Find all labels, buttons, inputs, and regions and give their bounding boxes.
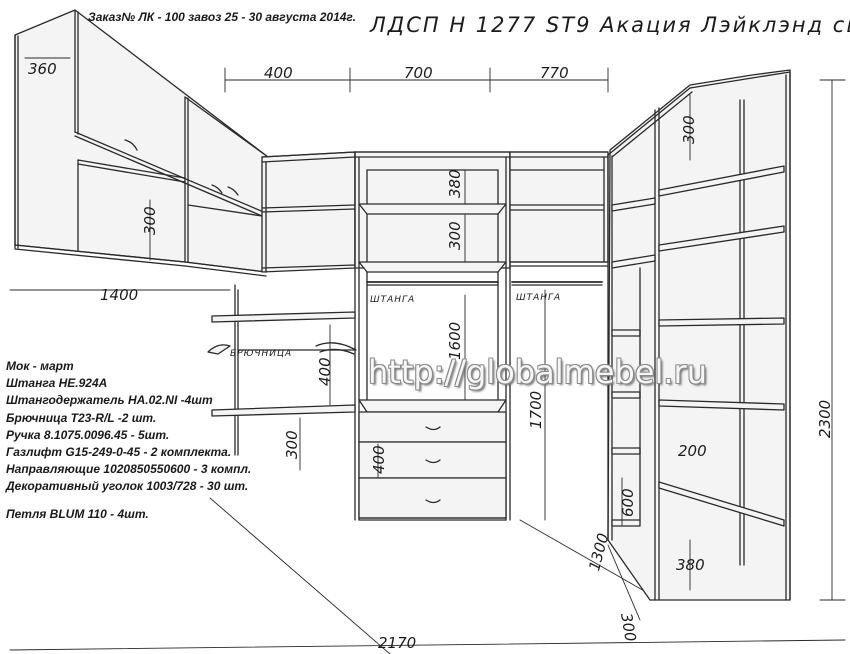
dim-380-bottom: 380 xyxy=(676,556,705,574)
trouser-rack-label: БРЮЧНИЦА xyxy=(230,349,292,359)
right-corner-rack xyxy=(607,69,791,601)
spec-item: Штангодержатель НА.02.NI -4шт xyxy=(6,393,213,408)
rod-label-right: ШТАНГА xyxy=(516,293,561,303)
center-section xyxy=(354,151,511,521)
left-upper-cabinet xyxy=(14,9,269,277)
dim-700: 700 xyxy=(404,64,433,82)
dim-300-upper-left: 300 xyxy=(141,206,159,235)
rod-label-left: ШТАНГА xyxy=(370,295,415,305)
dim-360-top: 360 xyxy=(28,60,57,78)
spec-item: Брючница Т23-R/L -2 шт. xyxy=(6,410,157,425)
hinge-item: Петля BLUM 110 - 4шт. xyxy=(6,506,149,521)
dim-400: 400 xyxy=(264,64,293,82)
dim-380: 380 xyxy=(446,169,464,198)
dim-400-left: 400 xyxy=(316,357,334,386)
center-right-section xyxy=(509,151,609,286)
spec-item: Мок - март xyxy=(6,359,74,373)
dimension-labels: 360 400 700 770 300 1400 380 300 1600 17… xyxy=(28,60,834,652)
dim-200: 200 xyxy=(678,442,707,460)
dim-300-bottom: 300 xyxy=(617,612,640,643)
dim-1300: 1300 xyxy=(585,531,612,573)
spec-item: Декоративный уголок 1003/728 - 30 шт. xyxy=(6,479,249,494)
dim-300-center: 300 xyxy=(446,221,464,250)
dim-300-left-lower: 300 xyxy=(283,430,301,459)
dim-770: 770 xyxy=(540,64,569,82)
spec-item: Газлифт G15-249-0-45 - 2 комплекта. xyxy=(6,445,232,460)
dim-300-right-top: 300 xyxy=(680,115,698,144)
center-left-top-boxes xyxy=(261,151,356,273)
dim-600: 600 xyxy=(619,488,637,517)
spec-item: Ручка 8.1075.0096.45 - 5шт. xyxy=(6,427,170,442)
dimension-lines xyxy=(9,57,846,651)
dim-1400: 1400 xyxy=(100,286,138,304)
dim-2300: 2300 xyxy=(816,400,834,438)
dim-1600: 1600 xyxy=(446,322,464,360)
order-line: Заказ№ ЛК - 100 завоз 25 - 30 августа 20… xyxy=(88,10,356,24)
specs-list: Мок - март Штанга НЕ.924А Штангодержател… xyxy=(6,358,251,523)
watermark: http://globalmebel.ru xyxy=(368,353,707,391)
dim-1700: 1700 xyxy=(527,391,545,429)
dim-400-drawers: 400 xyxy=(370,445,388,474)
spec-item: Штанга НЕ.924А xyxy=(6,376,108,391)
left-lower-shelves xyxy=(207,284,357,456)
dim-2170: 2170 xyxy=(378,634,416,652)
spec-item: Направляющие 1020850550600 - 3 компл. xyxy=(6,462,252,477)
material-title: ЛДСП Н 1277 ST9 Акация Лэйклэнд светл xyxy=(369,13,850,37)
